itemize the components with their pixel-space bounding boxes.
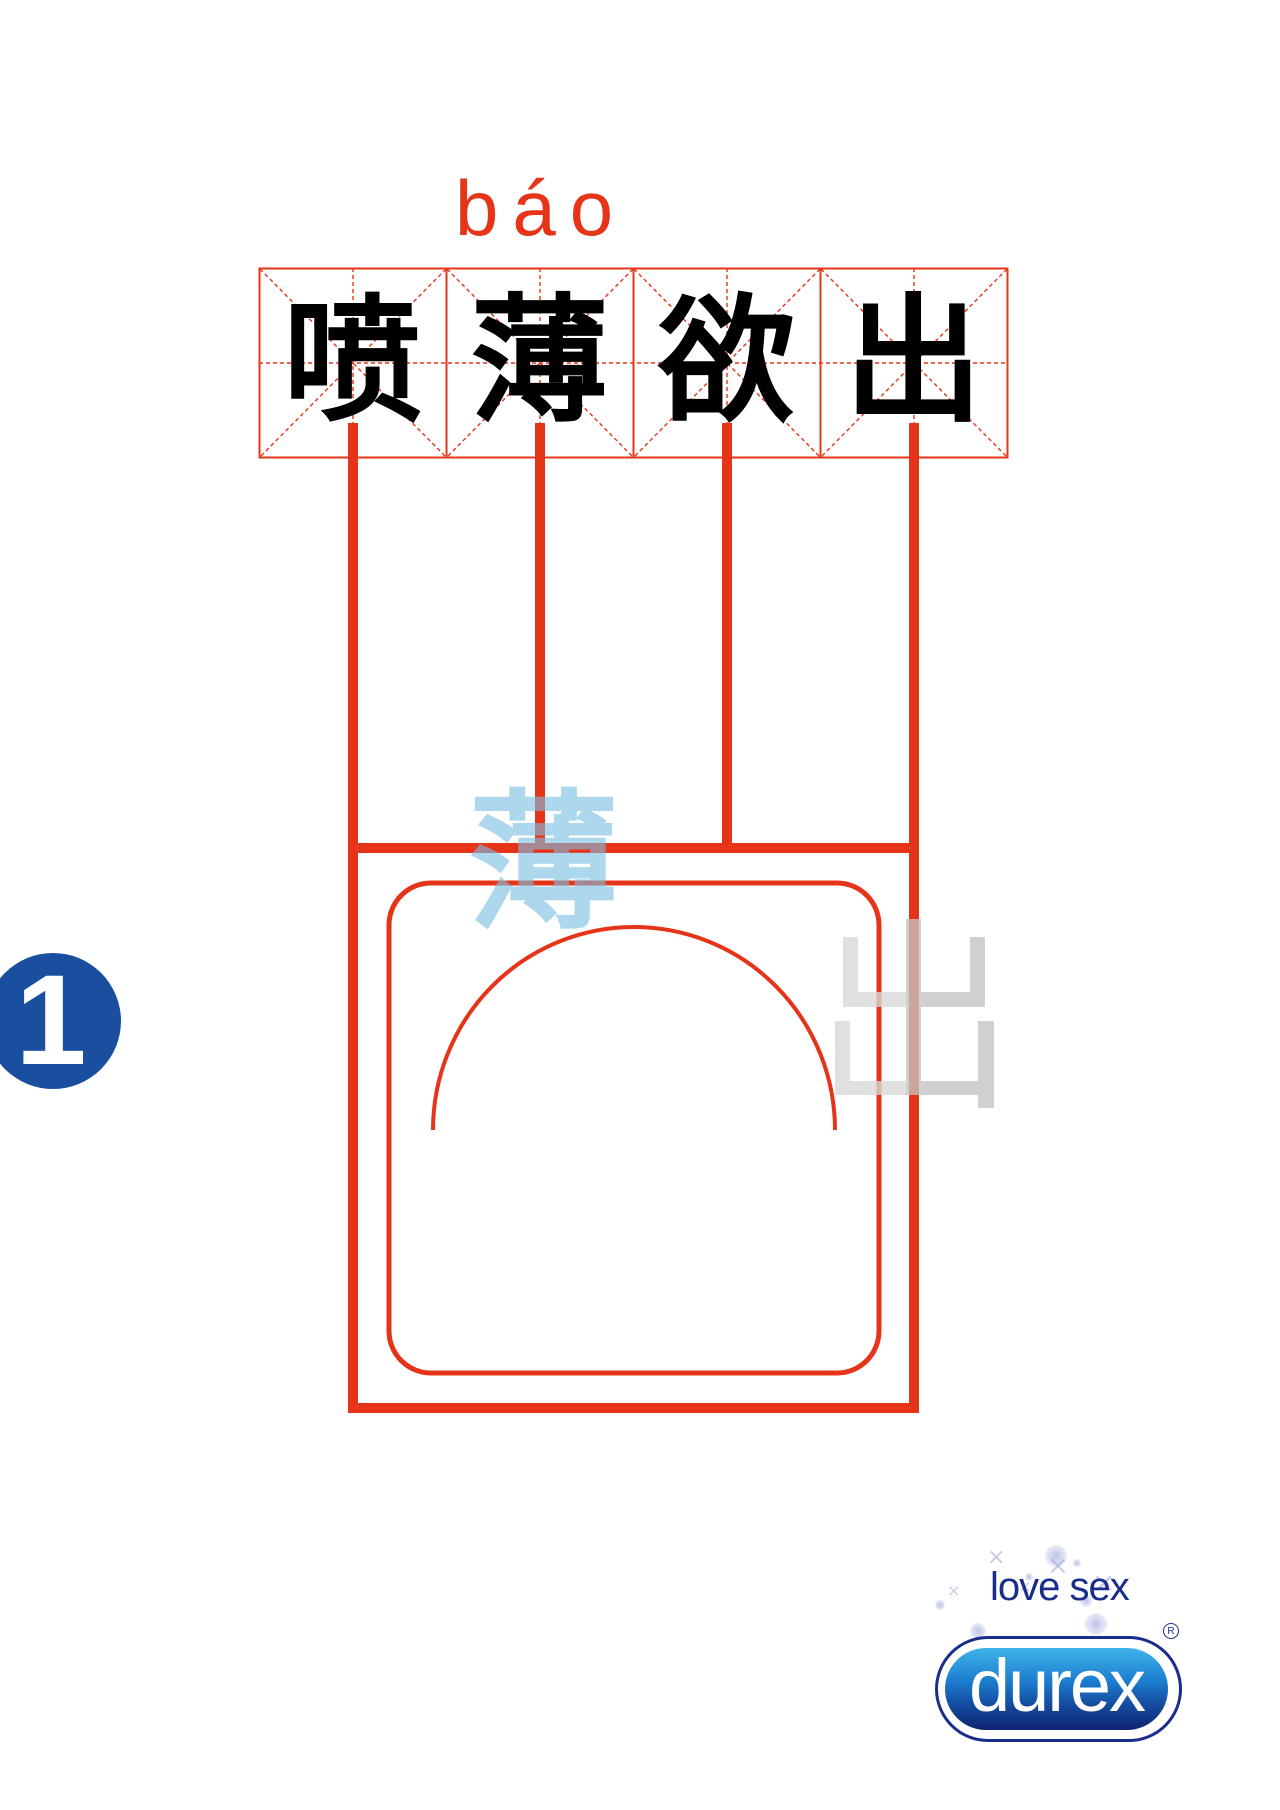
sparkle-x-icon: × <box>947 1581 961 1600</box>
sparkle-dot-icon <box>1080 1595 1092 1607</box>
sparkle-dot-icon <box>1025 1573 1033 1581</box>
highlight-char: 薄 <box>468 777 619 951</box>
headline-char-1: 喷 <box>283 280 422 442</box>
sparkle-dot-icon <box>1045 1545 1067 1567</box>
sparkle-dot-icon <box>1085 1613 1107 1635</box>
brand-logo-text: durex <box>968 1644 1146 1727</box>
sparkle-dot-icon <box>935 1600 945 1610</box>
sparkle-x-icon: × <box>987 1545 1006 1570</box>
headline-char-4: 出 <box>844 280 983 442</box>
headline-char-3: 欲 <box>657 280 796 442</box>
sparkle-x-icon: × <box>1092 1566 1116 1599</box>
sparkle-x-icon: × <box>1047 1551 1069 1581</box>
sparkle-dot-icon <box>1073 1559 1081 1567</box>
headline-char-2: 薄 <box>470 280 609 442</box>
durex-logo: × × × × × love sex durex R <box>930 1545 1190 1755</box>
brand-tagline: love sex <box>990 1565 1130 1609</box>
registered-mark-icon: R <box>1163 1623 1179 1639</box>
logo-pill-fill <box>945 1648 1168 1730</box>
pinyin-label: báo <box>455 164 628 252</box>
sparkle-x-icon: × <box>1018 1577 1032 1596</box>
step-number-badge: 1 <box>0 953 121 1089</box>
sparkle-dot-icon <box>970 1623 986 1639</box>
